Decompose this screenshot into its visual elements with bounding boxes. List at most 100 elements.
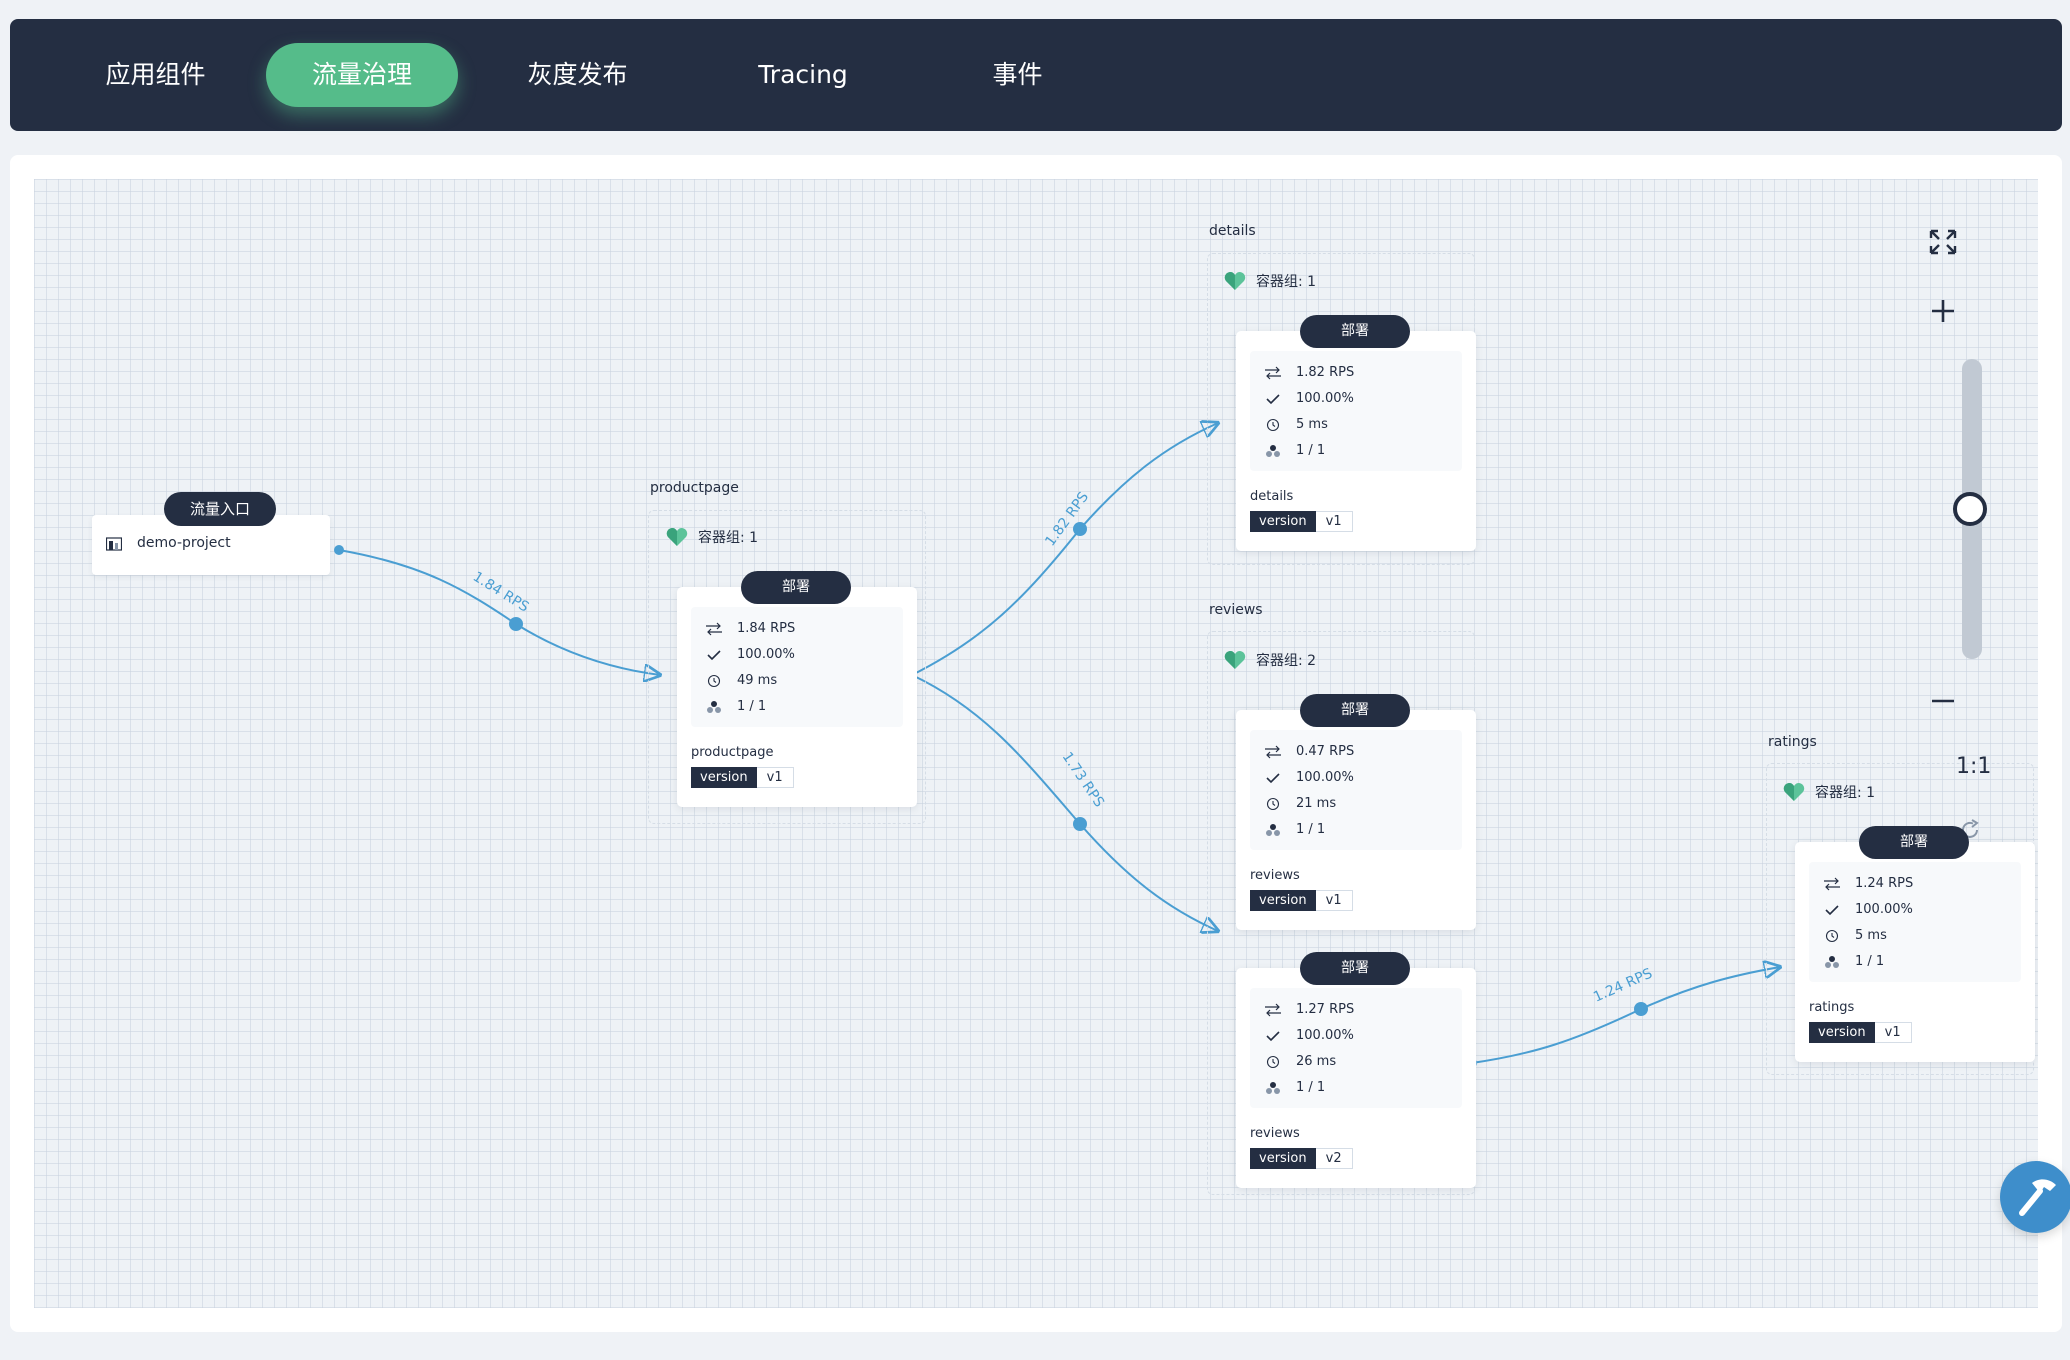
plus-icon[interactable] xyxy=(1930,298,1956,324)
metric-success: 100.00% xyxy=(1264,1028,1354,1043)
traffic-icon xyxy=(1824,877,1840,890)
pods-icon xyxy=(1266,1081,1280,1094)
workload-card-details-v1[interactable]: 1.82 RPS 100.00% 5 ms 1 / 1 details vers… xyxy=(1236,331,1476,551)
metric-latency: 5 ms xyxy=(1264,417,1328,432)
edge-handle[interactable] xyxy=(1634,1002,1648,1016)
edge-handle[interactable] xyxy=(1073,522,1087,536)
pods-icon xyxy=(1825,955,1839,968)
metric-rps: 0.47 RPS xyxy=(1264,744,1354,759)
check-icon xyxy=(1266,772,1280,783)
heart-icon xyxy=(666,528,688,546)
zoom-slider-handle[interactable] xyxy=(1953,492,1987,526)
metric-rps: 1.24 RPS xyxy=(1823,876,1913,891)
pods-text: 容器组: 1 xyxy=(1256,274,1317,290)
workload-name: ratings xyxy=(1809,1000,1855,1015)
project-name: demo-project xyxy=(137,535,231,551)
edge-ingress-productpage[interactable] xyxy=(338,549,660,675)
edge-handle[interactable] xyxy=(1073,817,1087,831)
check-icon xyxy=(1825,904,1839,915)
pods-text: 容器组: 1 xyxy=(1815,785,1876,801)
metric-latency: 5 ms xyxy=(1823,928,1887,943)
toolbox-button[interactable] xyxy=(2000,1161,2070,1233)
edge-handle[interactable] xyxy=(334,545,344,555)
edge-productpage-reviews[interactable] xyxy=(911,674,1218,931)
pods-icon xyxy=(1266,444,1280,457)
topology-canvas[interactable]: 1.84 RPS 1.82 RPS 1.73 RPS 1.24 RPS dem xyxy=(34,179,2038,1308)
metric-latency: 21 ms xyxy=(1264,796,1336,811)
workload-badge: 部署 xyxy=(1300,694,1410,727)
pods-text: 容器组: 1 xyxy=(698,530,759,546)
minus-icon[interactable] xyxy=(1930,688,1956,714)
pods-icon xyxy=(707,700,721,713)
metric-success: 100.00% xyxy=(705,647,795,662)
ingress-badge: 流量入口 xyxy=(164,492,277,526)
heart-icon xyxy=(1783,783,1805,801)
metric-success: 100.00% xyxy=(1264,391,1354,406)
expand-icon[interactable] xyxy=(1928,228,1958,256)
metrics-panel: 1.82 RPS 100.00% 5 ms 1 / 1 xyxy=(1250,351,1462,471)
metric-replicas: 1 / 1 xyxy=(1264,443,1325,458)
traffic-icon xyxy=(706,622,722,635)
zoom-ratio[interactable]: 1:1 xyxy=(1956,754,1992,779)
traffic-icon xyxy=(1265,1003,1281,1016)
tab-app-components[interactable]: 应用组件 xyxy=(105,60,206,89)
workload-name: productpage xyxy=(691,745,774,760)
metrics-panel: 1.27 RPS 100.00% 26 ms 1 / 1 xyxy=(1250,988,1462,1108)
metric-replicas: 1 / 1 xyxy=(705,699,766,714)
metric-replicas: 1 / 1 xyxy=(1264,822,1325,837)
service-title-ratings: ratings xyxy=(1768,734,1817,750)
service-title-details: details xyxy=(1209,223,1256,239)
edge-handle[interactable] xyxy=(509,617,523,631)
check-icon xyxy=(1266,1030,1280,1041)
tab-grayscale-release[interactable]: 灰度发布 xyxy=(527,60,628,89)
topology-panel: 1.84 RPS 1.82 RPS 1.73 RPS 1.24 RPS dem xyxy=(10,155,2062,1332)
project-icon xyxy=(106,537,122,551)
pods-count: 容器组: 2 xyxy=(1224,650,1316,670)
edge-productpage-details[interactable] xyxy=(911,423,1218,676)
workload-badge: 部署 xyxy=(1300,952,1410,985)
service-group-productpage xyxy=(648,510,926,824)
workload-name: reviews xyxy=(1250,868,1300,883)
heart-icon xyxy=(1224,272,1246,290)
workload-name: reviews xyxy=(1250,1126,1300,1141)
edge-label-3: 1.73 RPS xyxy=(1059,749,1107,810)
metric-replicas: 1 / 1 xyxy=(1823,954,1884,969)
metric-rps: 1.27 RPS xyxy=(1264,1002,1354,1017)
pods-text: 容器组: 2 xyxy=(1256,653,1317,669)
metric-success: 100.00% xyxy=(1264,770,1354,785)
traffic-icon xyxy=(1265,366,1281,379)
service-title-reviews: reviews xyxy=(1209,602,1263,618)
workload-card-ratings-v1[interactable]: 1.24 RPS 100.00% 5 ms 1 / 1 ratings vers… xyxy=(1795,842,2035,1062)
clock-icon xyxy=(707,674,721,687)
tab-events[interactable]: 事件 xyxy=(992,60,1043,89)
check-icon xyxy=(707,649,721,660)
hammer-icon xyxy=(2019,1179,2056,1216)
workload-name: details xyxy=(1250,489,1294,504)
workload-badge: 部署 xyxy=(1859,826,1969,859)
edge-label-2: 1.82 RPS xyxy=(1042,489,1092,549)
clock-icon xyxy=(1266,797,1280,810)
workload-card-reviews-v1[interactable]: 0.47 RPS 100.00% 21 ms 1 / 1 reviews ver… xyxy=(1236,710,1476,930)
clock-icon xyxy=(1266,1055,1280,1068)
pods-count: 容器组: 1 xyxy=(1224,271,1316,291)
workload-card-reviews-v2[interactable]: 1.27 RPS 100.00% 26 ms 1 / 1 reviews ver… xyxy=(1236,968,1476,1188)
metric-rps: 1.84 RPS xyxy=(705,621,795,636)
metrics-panel: 0.47 RPS 100.00% 21 ms 1 / 1 xyxy=(1250,730,1462,850)
edge-label-4: 1.24 RPS xyxy=(1591,965,1655,1005)
metric-replicas: 1 / 1 xyxy=(1264,1080,1325,1095)
edge-layer: 1.84 RPS 1.82 RPS 1.73 RPS 1.24 RPS xyxy=(334,179,2038,1068)
pods-count: 容器组: 1 xyxy=(1783,782,1875,802)
metric-latency: 49 ms xyxy=(705,673,777,688)
metrics-panel: 1.84 RPS 100.00% 49 ms 1 / 1 xyxy=(691,607,903,727)
metric-success: 100.00% xyxy=(1823,902,1913,917)
tab-traffic-management[interactable]: 流量治理 xyxy=(266,43,458,107)
pods-icon xyxy=(1266,823,1280,836)
workload-card-productpage-v1[interactable]: 1.84 RPS 100.00% 49 ms 1 / 1 productpage… xyxy=(677,587,917,807)
heart-icon xyxy=(1224,651,1246,669)
tab-tracing[interactable]: Tracing xyxy=(758,60,848,89)
clock-icon xyxy=(1266,418,1280,431)
